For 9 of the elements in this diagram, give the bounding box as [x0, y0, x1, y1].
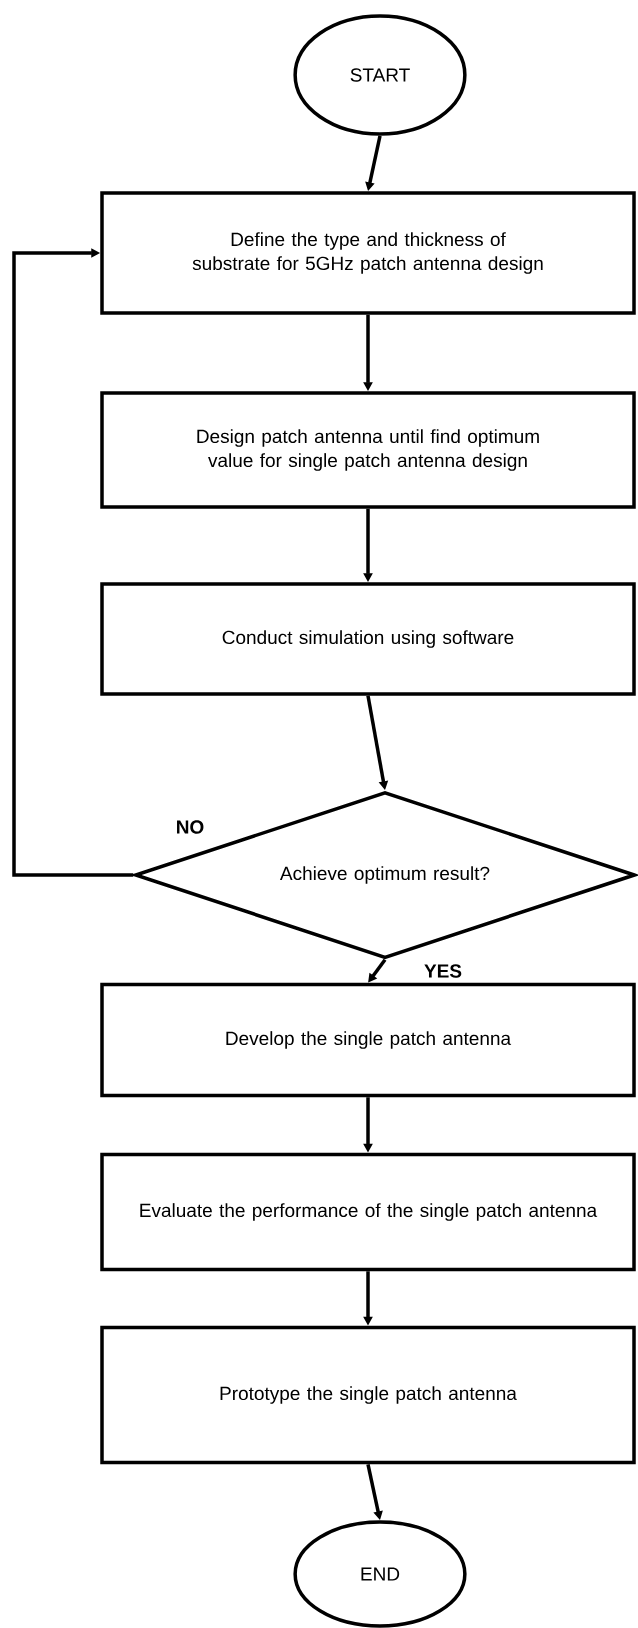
- edge-label: YES: [424, 964, 462, 978]
- process-box: Prototype the single patch antenna: [100, 1325, 636, 1465]
- arrow: [12, 248, 134, 877]
- process-box: Develop the single patch antenna: [100, 982, 636, 1098]
- process-box: Conduct simulation using software: [100, 582, 636, 696]
- edge-label: NO: [177, 820, 204, 834]
- process-box: Define the type and thickness of substrate for 5GHz patch antenna design: [100, 191, 636, 315]
- process-box: Evaluate the performance of the single patch antenna: [100, 1152, 636, 1272]
- process-box: Design patch antenna until find optimum value for single patch antenna design: [100, 391, 636, 509]
